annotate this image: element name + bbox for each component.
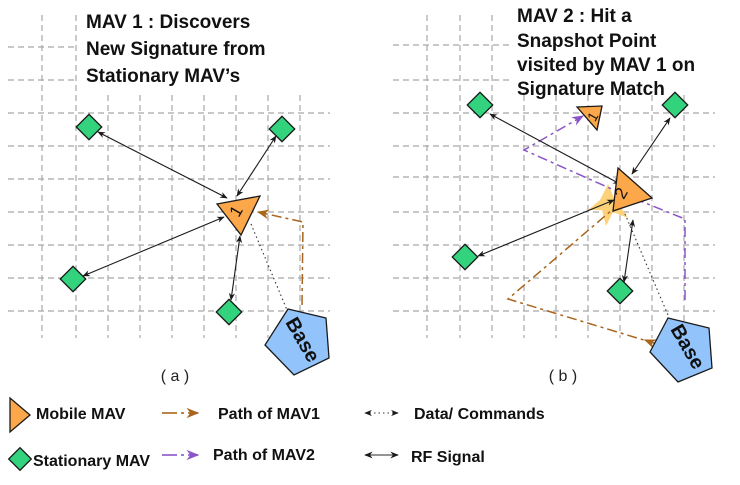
legend-mobile-mav-label: Mobile MAV (36, 406, 126, 423)
panel-a-caption: ( a ) (161, 368, 189, 385)
mobile-mav-1 (215, 195, 262, 237)
rf-signal-link (631, 117, 671, 175)
stationary-mav (215, 298, 243, 326)
panel-b: MAV 2 : Hit a Snapshot Point visited by … (393, 6, 715, 385)
stationary-mav (606, 277, 634, 305)
mobile-mav-2 (612, 166, 654, 212)
legend-path-mav2-label: Path of MAV2 (213, 447, 315, 464)
legend-rf-signal-label: RF Signal (411, 449, 485, 466)
base-station (649, 317, 713, 383)
rf-signal-link (82, 216, 225, 277)
rf-signal-link (236, 135, 277, 197)
path-mav1 (256, 209, 304, 306)
legend-path-mav1-label: Path of MAV1 (218, 406, 320, 423)
stationary-mav (268, 115, 296, 143)
panel-a-title-line-2: New Signature from (86, 39, 265, 60)
legend-mobile-mav-icon (9, 396, 32, 434)
mobile-mav-1 (575, 105, 603, 132)
panel-b-title-line-1: MAV 2 : Hit a (517, 6, 632, 27)
rf-signal-link (477, 199, 615, 257)
stationary-mav (75, 113, 103, 141)
panel-a: MAV 1 : Discovers New Signature from Sta… (8, 12, 330, 385)
rf-signal-link (228, 235, 243, 301)
panel-a-title-line-1: MAV 1 : Discovers (86, 12, 250, 33)
data-commands-link (250, 223, 288, 311)
legend-stationary-mav-label: Stationary MAV (33, 453, 150, 470)
panel-b-title-line-2: Snapshot Point (517, 31, 657, 52)
base-station (264, 308, 330, 376)
rf-signal-link (97, 131, 228, 199)
stationary-mav (466, 91, 494, 119)
grid-a (8, 15, 330, 338)
stationary-mav (59, 265, 87, 293)
stationary-mav (451, 243, 479, 271)
data-commands-link (624, 213, 669, 316)
legend: Mobile MAV Stationary MAV Path of MAV1 P… (7, 396, 545, 472)
path-mav1-arrow (643, 339, 657, 349)
panel-a-title-line-3: Stationary MAV’s (86, 66, 240, 87)
legend-stationary-mav-icon (7, 446, 33, 472)
rf-signal-link (489, 113, 621, 185)
path-mav1 (506, 209, 658, 345)
stationary-mav (661, 91, 689, 119)
panel-b-title-line-4: Signature Match (517, 79, 665, 100)
panel-b-title-line-3: visited by MAV 1 on (517, 55, 695, 76)
rf-signal-link (621, 219, 636, 283)
legend-data-commands-label: Data/ Commands (414, 406, 545, 423)
panel-b-caption: ( b ) (549, 368, 577, 385)
